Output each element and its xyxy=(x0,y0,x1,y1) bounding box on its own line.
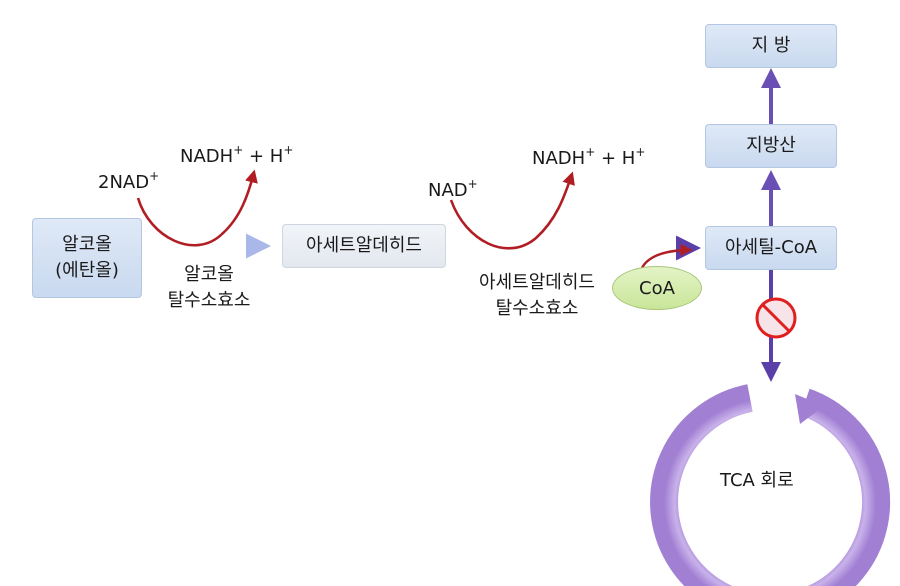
enzyme-adh: 알코올 탈수소효소 xyxy=(154,264,264,312)
cofactor-step1-plus-h: + H xyxy=(243,146,284,167)
cofactor-step2-plus-h: + H xyxy=(595,148,636,169)
charge-plus: + xyxy=(149,169,160,183)
node-acetaldehyde-label: 아세트알데히드 xyxy=(306,235,422,256)
no-entry-icon xyxy=(755,297,797,339)
node-ethanol-line1: 알코올 xyxy=(62,234,112,255)
enzyme-aldh-line1: 아세트알데히드 xyxy=(479,272,595,293)
node-coa-label: CoA xyxy=(639,277,675,299)
tca-cycle-ring xyxy=(650,384,891,586)
charge-plus: + xyxy=(233,143,244,157)
cofactor-step1-output: NADH+ + H+ xyxy=(180,143,294,168)
cofactor-step1-input: 2NAD+ xyxy=(98,169,160,194)
cofactor-step1-nadh: NADH xyxy=(180,146,234,167)
cofactor-curve-step2 xyxy=(449,171,575,250)
node-fat: 지 방 xyxy=(705,24,837,68)
node-acetyl-coa: 아세틸-CoA xyxy=(705,226,837,270)
cofactor-step2-output: NADH+ + H+ xyxy=(532,145,646,170)
node-acetaldehyde: 아세트알데히드 xyxy=(282,224,446,268)
cofactor-step2-nadh: NADH xyxy=(532,148,586,169)
charge-plus: + xyxy=(283,143,294,157)
tca-label: TCA 회로 xyxy=(720,470,794,491)
charge-plus: + xyxy=(467,177,478,191)
node-fatty-acid: 지방산 xyxy=(705,124,837,168)
cofactor-step1-input-text: 2NAD xyxy=(98,172,150,193)
enzyme-adh-line2: 탈수소효소 xyxy=(167,290,251,311)
node-ethanol: 알코올 (에탄올) xyxy=(32,218,142,298)
node-fat-label: 지 방 xyxy=(751,35,791,56)
node-coa: CoA xyxy=(612,266,702,310)
charge-plus: + xyxy=(635,145,646,159)
cofactor-step2-input: NAD+ xyxy=(428,177,478,202)
node-fatty-acid-label: 지방산 xyxy=(746,135,796,156)
node-acetyl-coa-label: 아세틸-CoA xyxy=(724,237,818,258)
cofactor-curve-step1 xyxy=(136,169,258,247)
coa-arrow xyxy=(640,244,693,269)
node-ethanol-line2: (에탄올) xyxy=(55,260,119,281)
enzyme-adh-line1: 알코올 xyxy=(184,264,234,285)
enzyme-aldh-line2: 탈수소효소 xyxy=(495,298,579,319)
charge-plus: + xyxy=(585,145,596,159)
enzyme-aldh: 아세트알데히드 탈수소효소 xyxy=(462,272,612,320)
cofactor-step2-input-text: NAD xyxy=(428,180,468,201)
